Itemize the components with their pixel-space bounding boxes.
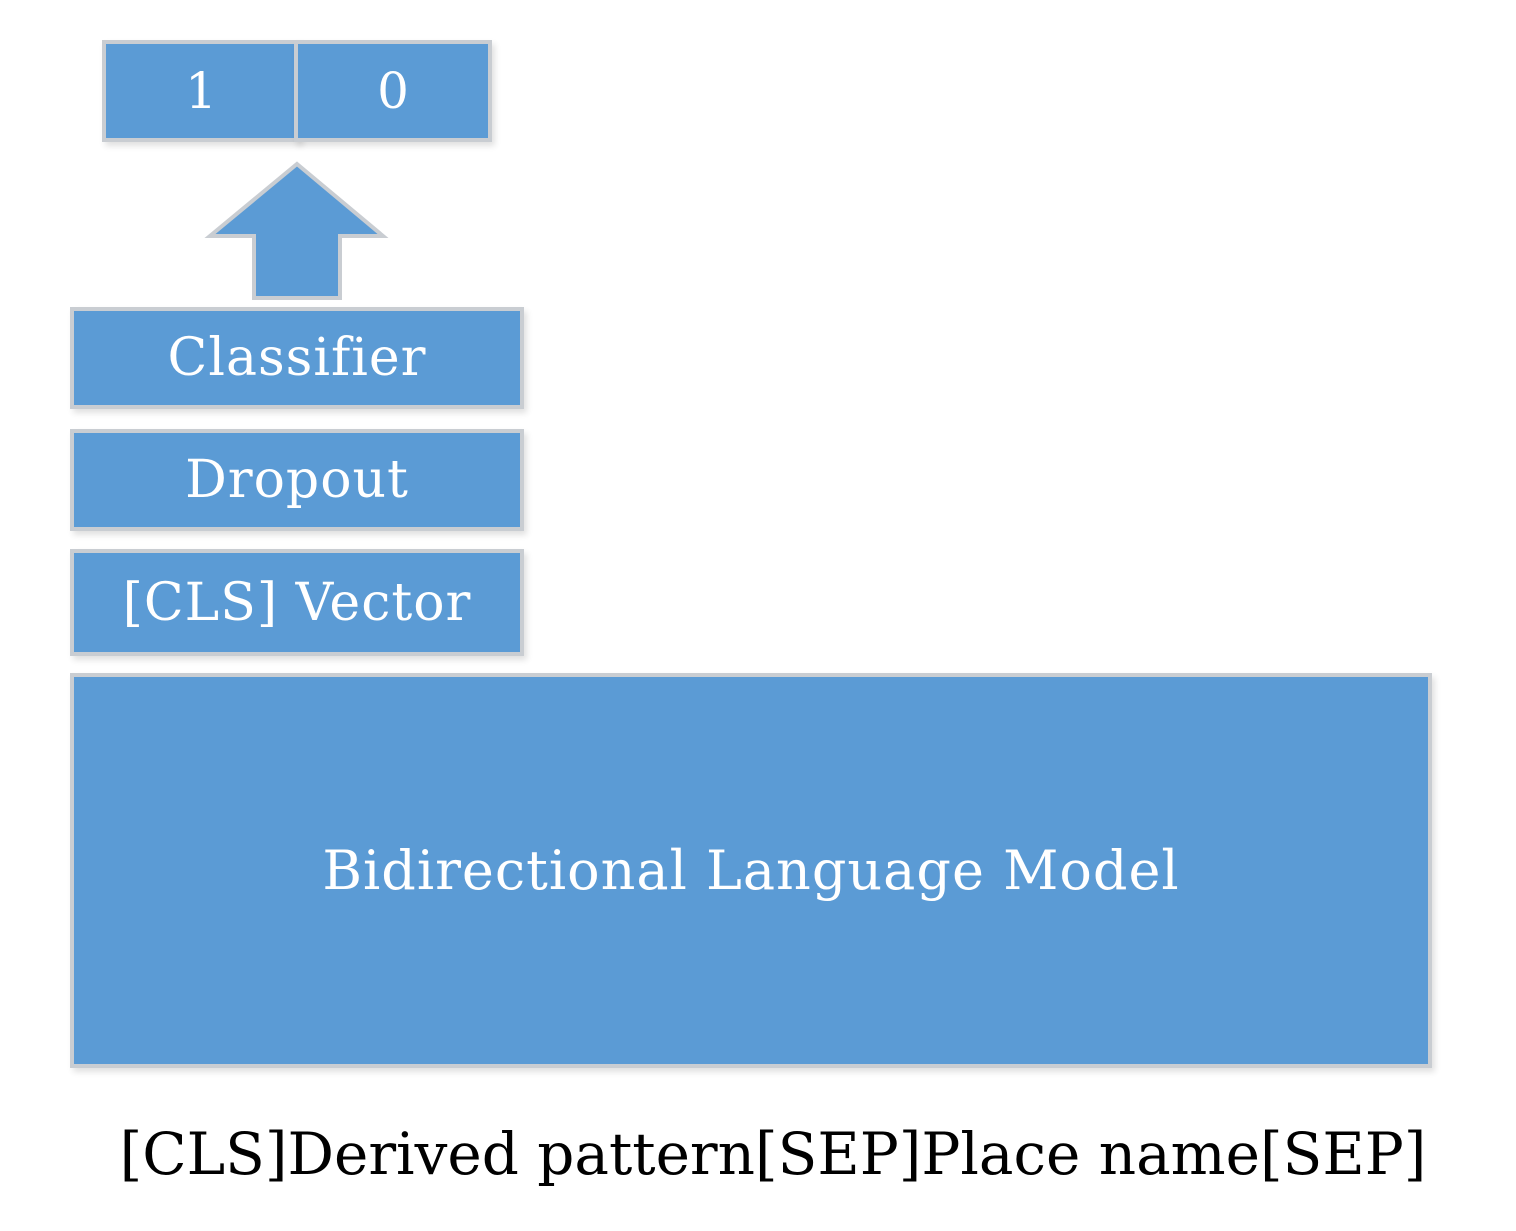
language-model-box: Bidirectional Language Model [70,673,1432,1068]
output-cell-0: 0 [294,40,492,142]
language-model-label: Bidirectional Language Model [322,839,1180,902]
dropout-label: Dropout [185,450,409,510]
up-arrow-icon [204,161,389,300]
dropout-box: Dropout [70,429,524,531]
output-cell-1: 1 [102,40,300,142]
cls-vector-box: [CLS] Vector [70,549,524,656]
up-arrow-shape [204,161,389,300]
classifier-box: Classifier [70,307,524,409]
cls-vector-label: [CLS] Vector [122,572,472,633]
output-cell-0-label: 0 [377,62,409,120]
output-cell-1-label: 1 [185,62,217,120]
classifier-label: Classifier [167,328,427,388]
input-sequence: [CLS]Derived pattern[SEP]Place name[SEP] [119,1120,1427,1188]
